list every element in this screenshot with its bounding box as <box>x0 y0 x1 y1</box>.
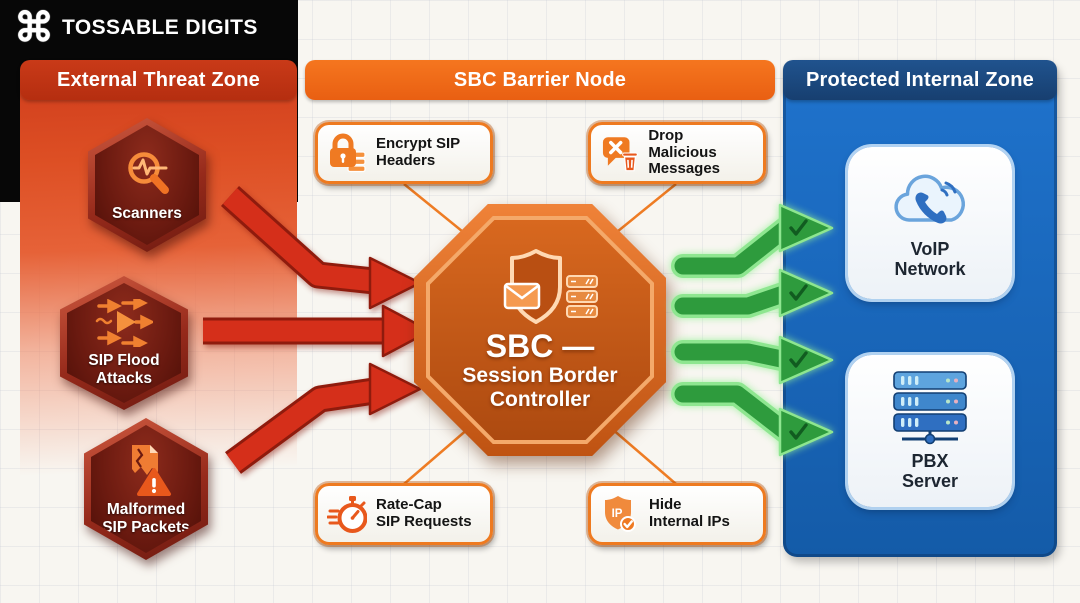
blocked-message-trash-icon <box>602 137 638 172</box>
threat-hex-malformed: Malformed SIP Packets <box>84 418 208 560</box>
sbc-shield-icon <box>503 249 598 325</box>
brand-name: TOSSABLE DIGITS <box>62 16 258 39</box>
cloud-phone-icon <box>894 174 965 224</box>
capability-label: Rate-Cap SIP Requests <box>376 496 472 530</box>
capability-label: Hide Internal IPs <box>649 496 730 530</box>
threat-label: SIP Flood Attacks <box>88 352 160 387</box>
threat-label: Scanners <box>112 204 182 222</box>
svg-text:IP: IP <box>612 508 623 520</box>
sbc-acronym: SBC — <box>485 328 595 365</box>
ip-shield-check-icon: IP <box>605 496 636 532</box>
capability-badge-drop-malicious-messages: Drop Malicious Messages <box>588 122 766 184</box>
capability-badge-rate-cap-sip-requests: Rate-Cap SIP Requests <box>315 483 493 545</box>
capability-badge-encrypt-sip-headers: Encrypt SIP Headers <box>315 122 493 184</box>
tossable-digits-logo-icon: ⌘ <box>14 6 54 50</box>
capability-label: Encrypt SIP Headers <box>376 135 461 169</box>
sbc-node: SBC — Session Border Controller <box>414 204 666 456</box>
system-label: VoIP Network <box>894 238 966 279</box>
system-card-voip-network: VoIP Network <box>848 147 1012 299</box>
system-card-pbx-server: PBX Server <box>848 355 1012 507</box>
malformed-packet-warning-icon <box>132 445 171 497</box>
threat-hex-sip-flood: SIP Flood Attacks <box>60 276 188 410</box>
padlock-icon <box>330 133 366 173</box>
sbc-name: Session Border Controller <box>462 363 618 411</box>
internal-zone-header: Protected Internal Zone <box>783 60 1057 100</box>
sbc-barrier-header: SBC Barrier Node <box>305 60 775 100</box>
brand: ⌘ TOSSABLE DIGITS <box>14 2 258 54</box>
capability-label: Drop Malicious Messages <box>648 126 721 178</box>
capability-badge-hide-internal-ips: IP Hide Internal IPs <box>588 483 766 545</box>
threat-label: Malformed SIP Packets <box>102 501 190 536</box>
system-label: PBX Server <box>901 450 959 491</box>
stopwatch-icon <box>327 496 367 533</box>
external-zone-header: External Threat Zone <box>20 60 297 100</box>
scanner-magnifier-icon <box>128 152 169 194</box>
threat-hex-scanners: Scanners <box>88 118 206 252</box>
sip-flood-arrows-icon <box>95 299 153 348</box>
pbx-server-rack-icon <box>893 371 967 445</box>
